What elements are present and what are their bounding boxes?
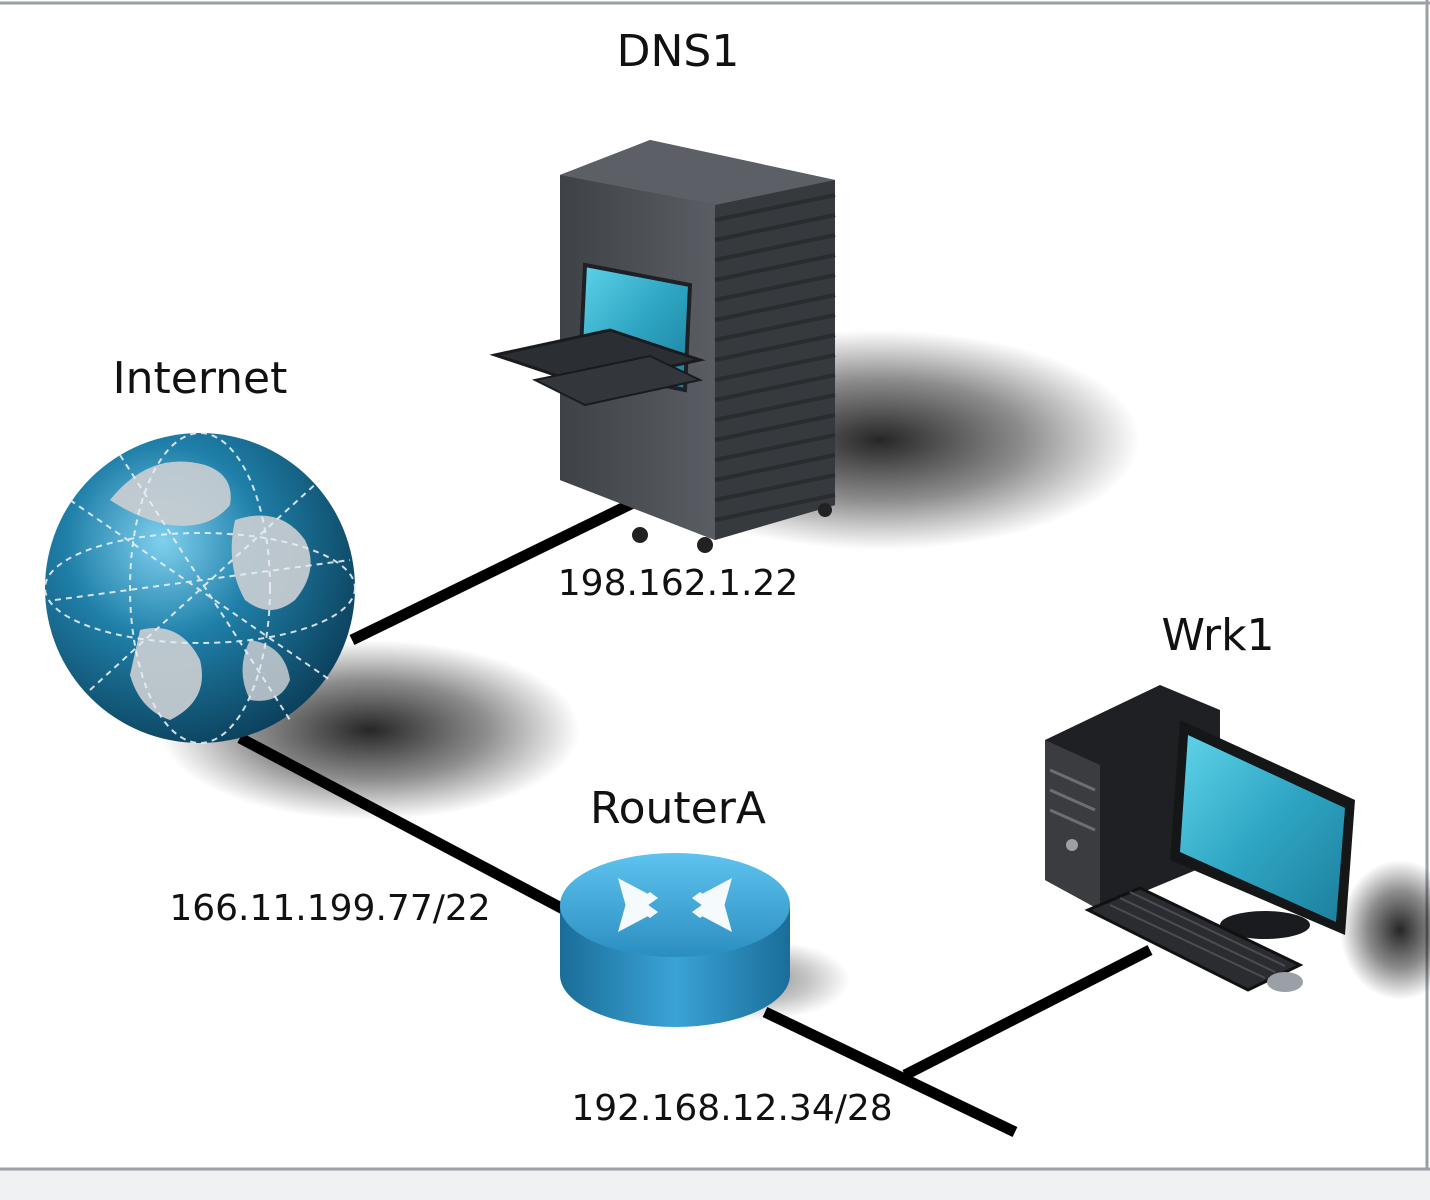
rack-slat (714, 253, 836, 282)
dns-ip-label: 198.162.1.22 (558, 563, 798, 604)
link-internet-router (237, 733, 568, 915)
link-segment-workstation (902, 945, 1153, 1080)
globe-icon (44, 432, 356, 744)
internet-ip-label: 166.11.199.77/22 (169, 888, 490, 929)
rack-slat (714, 493, 836, 522)
rack-slat (714, 333, 836, 362)
rack-slat (714, 453, 836, 482)
rack-slat (714, 353, 836, 382)
rack-slat (714, 213, 836, 242)
rack-slat (714, 373, 836, 402)
rack-slat (714, 433, 836, 462)
workstation-icon (1045, 685, 1355, 992)
rack-slat (714, 393, 836, 422)
dns-name-label: DNS1 (617, 26, 740, 77)
workstation-name-label: Wrk1 (1161, 610, 1274, 661)
server-rack-icon (489, 140, 836, 553)
rack-slat (714, 413, 836, 442)
internet-name-label: Internet (113, 353, 288, 404)
router-icon (560, 853, 790, 1027)
workstation-shadow (1340, 860, 1430, 1000)
rack-slat (714, 293, 836, 322)
bottom-strip (0, 1170, 1430, 1200)
rack-slat (714, 233, 836, 262)
link-router-segment (762, 1007, 1018, 1137)
rack-slat (714, 473, 836, 502)
router-ip-label: 192.168.12.34/28 (571, 1088, 892, 1129)
link-internet-dns (349, 497, 638, 645)
rack-slat (714, 313, 836, 342)
rack-slat (714, 273, 836, 302)
rack-slat (714, 193, 836, 222)
router-name-label: RouterA (590, 783, 766, 834)
